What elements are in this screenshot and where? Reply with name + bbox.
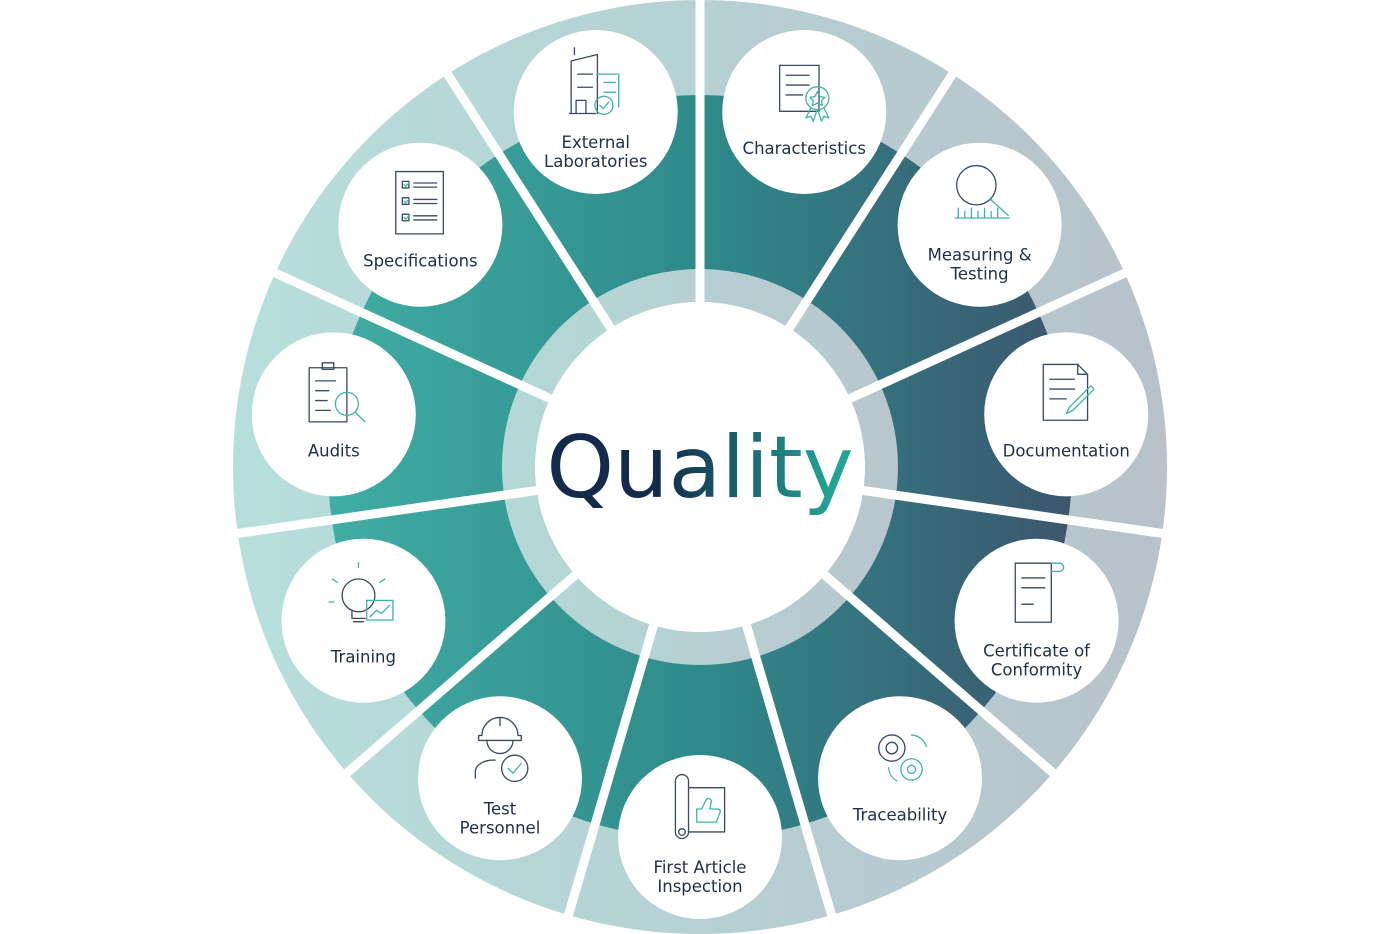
center-circle	[535, 302, 865, 632]
blueprint-thumbs-up-icon	[674, 773, 726, 840]
segment-divider	[817, 568, 1062, 782]
item-traceability: Traceability	[818, 696, 983, 861]
gears-icon	[878, 734, 927, 782]
item-label: Personnel	[460, 818, 541, 837]
item-circle	[513, 29, 678, 194]
item-circle	[818, 696, 983, 861]
item-label: Conformity	[991, 661, 1083, 680]
item-specifications: Specifications	[338, 142, 503, 307]
item-label: Audits	[308, 441, 360, 460]
segment-divider	[782, 64, 961, 335]
segment-divider	[740, 619, 839, 925]
item-circle	[897, 142, 1062, 307]
segment-divider	[266, 265, 557, 405]
item-label: Documentation	[1003, 441, 1130, 460]
item-label: Training	[330, 648, 396, 667]
segment-divider	[857, 485, 1171, 540]
item-circle	[281, 538, 446, 703]
scroll-document-icon	[1014, 562, 1065, 623]
clipboard-magnifier-icon	[308, 362, 366, 423]
segment-divider	[561, 619, 660, 925]
item-circle	[417, 696, 582, 861]
item-label: Testing	[950, 265, 1009, 284]
segment-divider	[229, 485, 543, 540]
item-circle	[618, 755, 782, 919]
segment-divider	[439, 64, 618, 335]
segment-divider	[843, 265, 1134, 405]
lightbulb-chart-icon	[328, 561, 394, 623]
item-label: Characteristics	[743, 139, 866, 158]
item-measuring-testing: Measuring &Testing	[897, 142, 1062, 307]
item-circle	[984, 332, 1149, 497]
building-check-icon	[568, 47, 620, 115]
item-label: Inspection	[657, 877, 742, 896]
certificate-ribbon-icon	[778, 64, 830, 122]
item-label: External	[562, 133, 630, 152]
item-circle	[954, 538, 1119, 703]
magnifier-ruler-icon	[954, 164, 1010, 219]
checklist-icon	[395, 170, 444, 235]
item-label: First Article	[654, 858, 747, 877]
item-label: Certificate of	[983, 642, 1091, 661]
item-training: Training	[281, 538, 446, 703]
item-documentation: Documentation	[984, 332, 1149, 497]
center-title: Quality	[546, 418, 853, 518]
item-circle	[251, 332, 416, 497]
item-audits: Audits	[251, 332, 416, 497]
item-label: Traceability	[852, 805, 948, 824]
item-label: Laboratories	[544, 152, 647, 171]
item-label: Test	[483, 799, 517, 818]
item-circle	[338, 142, 503, 307]
item-label: Measuring &	[928, 246, 1032, 265]
item-circle	[722, 29, 887, 194]
worker-check-icon	[474, 716, 529, 783]
segment-divider	[338, 568, 583, 782]
item-label: Specifications	[363, 252, 478, 271]
item-characteristics: Characteristics	[722, 29, 887, 194]
document-pen-icon	[1042, 363, 1095, 421]
